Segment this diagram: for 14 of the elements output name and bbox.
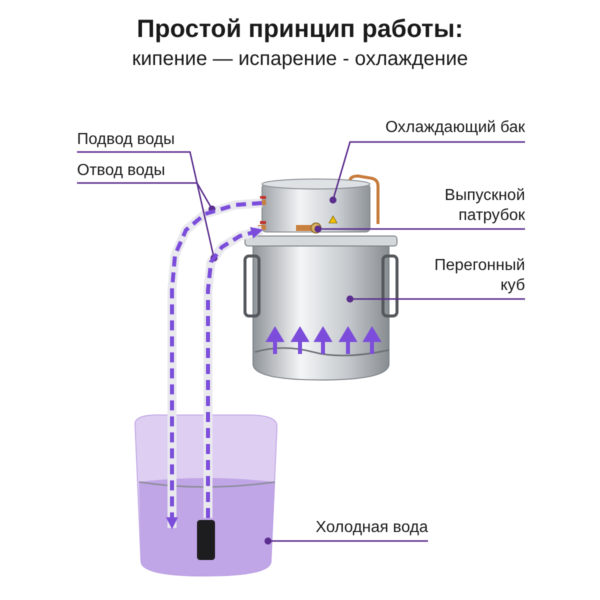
leader-line (330, 141, 525, 204)
callout-label: Охлаждающий бак (340, 118, 525, 140)
callout-label: Подвод воды (77, 130, 197, 150)
leader-line (77, 151, 218, 262)
leader-line (314, 226, 525, 232)
callout-label: Отвод воды (77, 161, 197, 181)
leader-line (346, 296, 525, 302)
callout-label: Холодная вода (288, 518, 428, 538)
callout-label: Перегонный куб (415, 256, 525, 296)
subtitle: кипение — испарение - охлаждение (130, 47, 469, 72)
callout-label: Выпускной патрубок (415, 186, 525, 226)
leader-line (77, 182, 216, 212)
title: Простой принцип работы: (136, 14, 464, 44)
leader-line (264, 538, 428, 544)
